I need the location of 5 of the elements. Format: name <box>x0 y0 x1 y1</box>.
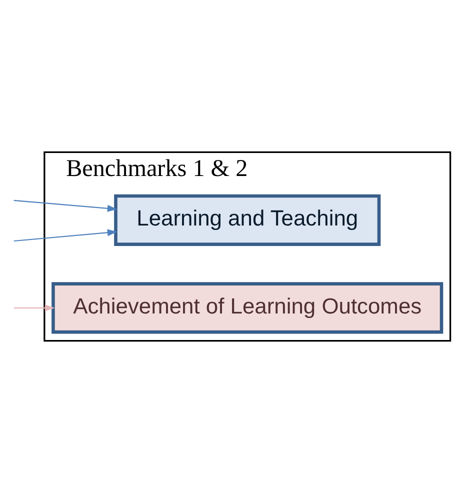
node-box: Achievement of Learning Outcomes <box>52 282 444 334</box>
arrow <box>14 304 55 311</box>
node-box: Learning and Teaching <box>114 194 381 246</box>
arrow <box>14 228 118 242</box>
arrow <box>14 199 118 212</box>
